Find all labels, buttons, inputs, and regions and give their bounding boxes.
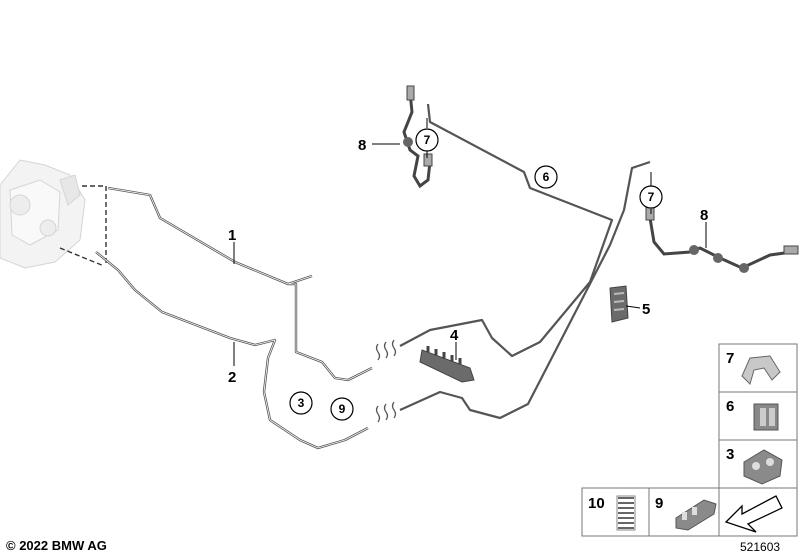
callout-2: 2	[228, 369, 236, 386]
abs-unit-faded-drawing	[0, 159, 86, 269]
callout-5: 5	[642, 301, 650, 318]
arrow-icon	[724, 495, 783, 533]
legend-spring-10-icon	[616, 495, 636, 531]
svg-text:6: 6	[726, 398, 734, 415]
svg-text:7: 7	[726, 350, 734, 367]
legend-clip-3-icon	[743, 449, 783, 485]
svg-text:6: 6	[543, 170, 550, 184]
copyright-text: © 2022 BMW AG	[6, 538, 107, 553]
legend-box-10: 10	[581, 487, 650, 537]
pipe-clip-5	[609, 285, 629, 323]
callout-8-right: 8	[700, 207, 708, 224]
diagram-id: 521603	[740, 540, 781, 554]
svg-text:3: 3	[298, 396, 305, 410]
svg-text:7: 7	[424, 133, 431, 147]
brake-line-2-highlight	[95, 251, 369, 449]
callout-8-left: 8	[358, 137, 366, 154]
svg-text:7: 7	[648, 190, 655, 204]
pipe-clip-holder-4	[419, 346, 475, 383]
circled-callout-6: 6	[534, 165, 558, 189]
brake-line-rear-upper	[399, 103, 614, 358]
callout-4: 4	[450, 327, 459, 344]
pipe-break-marks-lower	[375, 401, 397, 423]
svg-text:9: 9	[339, 402, 346, 416]
legend-box-3: 3	[718, 439, 798, 489]
legend-clip-6-icon	[753, 403, 779, 431]
circled-callout-7-right: 7	[639, 185, 663, 209]
legend-box-9: 9	[648, 487, 720, 537]
brake-hose-left	[402, 85, 433, 189]
circled-callout-9: 9	[330, 397, 354, 421]
svg-text:3: 3	[726, 446, 734, 463]
legend-clip-9-icon	[675, 499, 717, 531]
legend-box-arrow	[718, 487, 798, 537]
circled-callout-3: 3	[289, 391, 313, 415]
svg-text:9: 9	[655, 495, 663, 512]
brake-line-1	[107, 186, 373, 382]
legend-box-7: 7	[718, 343, 798, 393]
leader-lines	[233, 118, 707, 366]
callout-1: 1	[228, 227, 236, 244]
svg-text:10: 10	[588, 495, 605, 512]
brake-hose-right	[645, 205, 799, 273]
brake-line-1-highlight	[107, 187, 373, 381]
legend-box-6: 6	[718, 391, 798, 441]
circled-callout-7-left: 7	[415, 128, 439, 152]
brake-line-rear-lower	[399, 160, 651, 420]
pipe-break-marks-upper	[375, 339, 397, 361]
legend-clip-7-icon	[741, 355, 781, 385]
brake-line-2	[95, 251, 369, 450]
